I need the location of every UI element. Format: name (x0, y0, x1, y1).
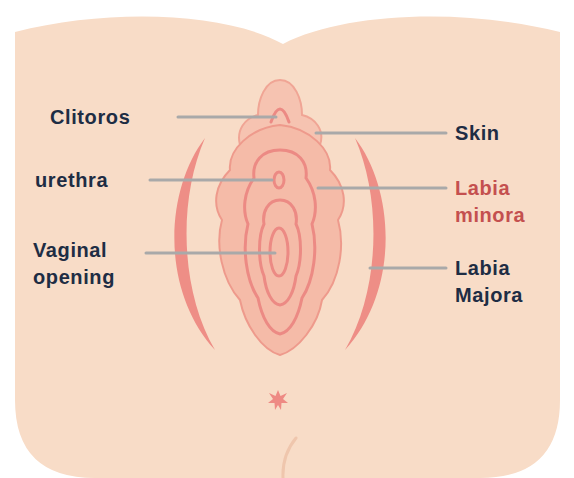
part-label: Skin (455, 120, 567, 147)
gluteal-crease (283, 438, 296, 478)
inner-contour (245, 150, 316, 334)
leader-lines (146, 117, 446, 268)
leader-line (370, 267, 446, 270)
part-label: Labia Majora (455, 255, 567, 309)
leader-line (146, 252, 275, 255)
body-ground (15, 17, 560, 478)
part-label: Vaginal opening (33, 237, 143, 291)
urethra (274, 172, 284, 188)
labia-majora-left (174, 138, 215, 350)
leader-line (178, 116, 276, 119)
part-label: urethra (35, 167, 147, 194)
labia-majora-right (345, 138, 386, 350)
leader-line (318, 187, 446, 190)
leader-line (150, 179, 272, 182)
labia-minora (216, 125, 344, 355)
part-label: Clitoros (50, 104, 170, 131)
leader-line (316, 132, 446, 135)
anus (268, 390, 288, 410)
part-label: Labia minora (455, 175, 567, 229)
